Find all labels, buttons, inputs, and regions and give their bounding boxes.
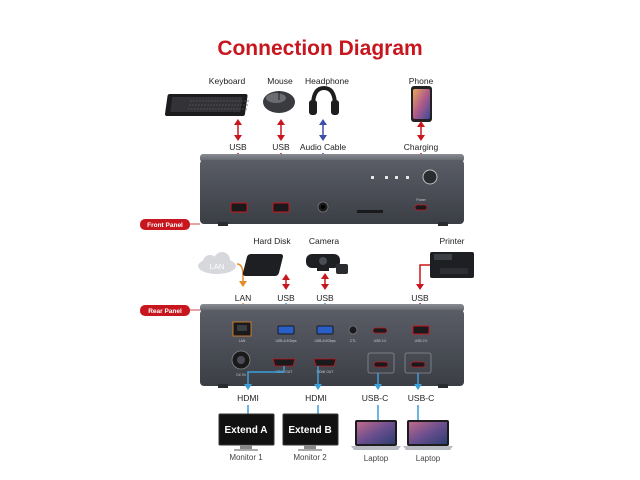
phone-icon <box>411 86 432 122</box>
hub-front-panel: Power <box>200 154 464 226</box>
front-panel-tag-text: Front Panel <box>147 222 183 229</box>
mouse-icon <box>263 91 295 113</box>
rear-dc-in-port-label: DC IN <box>236 373 246 377</box>
lan-connection-label: LAN <box>235 293 252 303</box>
usbc-1-label: USB-C <box>362 393 388 403</box>
usbc-2-label: USB-C <box>408 393 434 403</box>
front-panel-tag: Front Panel <box>140 219 190 230</box>
rear-panel-tag-text: Rear Panel <box>148 308 182 315</box>
lan-cloud-label: LAN <box>210 262 225 271</box>
keyboard-label: Keyboard <box>209 76 246 86</box>
printer-icon <box>430 252 474 278</box>
front-power-port-label: Power <box>416 198 426 202</box>
rear-ctl-port-label: CTL <box>350 339 357 343</box>
lan-cloud-icon: LAN <box>198 252 236 274</box>
usbc-1-cable <box>374 373 382 420</box>
keyboard-icon <box>164 94 250 116</box>
laptop-2-icon <box>403 420 453 450</box>
headphone-icon <box>309 85 339 115</box>
printer-connection-label: USB <box>411 293 429 303</box>
rear-hdmi-2-port-label: HDMI OUT <box>317 370 334 374</box>
monitor-1-caption: Monitor 1 <box>229 453 263 462</box>
rear-usb-a-2-port-label: USB-A 5Gbps <box>314 339 335 343</box>
phone-label: Phone <box>409 76 434 86</box>
monitor-2-screen-text: Extend B <box>288 425 331 436</box>
laptop-2-caption: Laptop <box>416 454 441 463</box>
keyboard-connection-label: USB <box>229 142 247 152</box>
laptop-1-icon <box>351 420 401 450</box>
monitor-2-caption: Monitor 2 <box>293 453 327 462</box>
rear-panel-tag: Rear Panel <box>140 305 190 316</box>
laptop-1-caption: Laptop <box>364 454 389 463</box>
hdmi-2-label: HDMI <box>305 393 327 403</box>
camera-label: Camera <box>309 236 340 246</box>
mouse-label: Mouse <box>267 76 293 86</box>
rear-usb-c-mid-port-label: USB 2.0 <box>374 339 387 343</box>
rear-usb-a-1-port-label: USB-A 5Gbps <box>275 339 296 343</box>
hdmi-1-label: HDMI <box>237 393 259 403</box>
monitor-2: Extend B <box>282 413 339 451</box>
rear-usb-a-right-port-label: USB 2.0 <box>415 339 428 343</box>
hard-disk-icon <box>242 254 284 276</box>
hard-disk-connection-label: USB <box>277 293 295 303</box>
hub-rear-panel: LAN USB-A 5Gbps USB-A 5Gbps CTL USB 2.0 … <box>200 304 464 388</box>
monitor-1-screen-text: Extend A <box>225 425 268 436</box>
camera-icon <box>306 254 348 274</box>
printer-label: Printer <box>439 236 464 246</box>
monitor-1: Extend A <box>218 413 275 451</box>
mouse-connection-label: USB <box>272 142 290 152</box>
page-title: Connection Diagram <box>217 37 422 60</box>
usbc-2-cable <box>414 373 422 420</box>
rear-lan-port-label: LAN <box>239 339 246 343</box>
headphone-label: Headphone <box>305 76 349 86</box>
camera-connection-label: USB <box>316 293 334 303</box>
phone-connection-label: Charging <box>404 142 439 152</box>
hard-disk-label: Hard Disk <box>253 236 291 246</box>
headphone-connection-label: Audio Cable <box>300 142 347 152</box>
